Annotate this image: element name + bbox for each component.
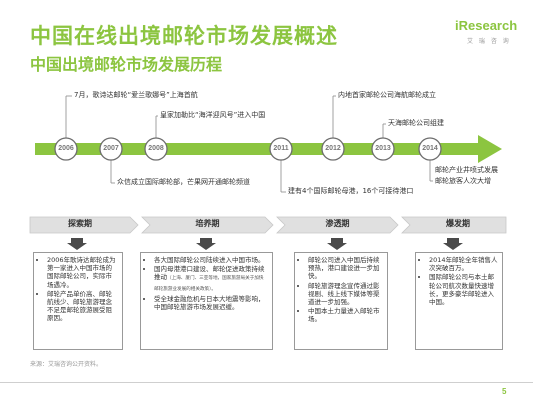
event-2008: 皇家加勒比“海洋迎风号”进入中国 (160, 111, 266, 119)
phase-box-cultivate: 各大国际邮轮公司陆续进入中国市场。 国内母港港口建设、邮轮促进政策持续推动（上海… (140, 252, 273, 350)
timeline-arrow (35, 135, 502, 163)
event-2014-a: 邮轮产业井喷式发展 (435, 166, 498, 174)
bullet-note: 地，国家旅游局关于加快邮轮旅游业发展的相关政策 (154, 276, 264, 292)
year-label-2008: 2008 (148, 145, 164, 152)
phase-header-explore: 探索期 (68, 219, 92, 228)
bullet-text: 国内母港港口建设、邮轮促进政策持续推动 (154, 265, 265, 282)
list-item: 受全球金融危机与日本大地震等影响，中国邮轮旅游市场发展迟缓。 (154, 295, 268, 311)
phase-header-arrows (29, 216, 507, 234)
milestone-2007 (99, 137, 123, 161)
page-title: 中国在线出境邮轮市场发展概述 (30, 24, 338, 48)
logo-brand: iResearch (455, 18, 518, 33)
milestone-markers (54, 137, 442, 161)
list-item: 国际邮轮公司与本土邮轮公司航次数量快速增长，更多豪华邮轮进入中国。 (429, 273, 498, 306)
year-label-2012: 2012 (325, 145, 341, 152)
iresearch-logo: iResearch 艾 瑞 咨 询 (455, 18, 517, 50)
bullet-note: ）。 (209, 286, 217, 292)
logo-tagline: 艾 瑞 咨 询 (467, 38, 511, 45)
phase-box-explore: 2006年歌诗达邮轮成为第一家进入中国市场的国际邮轮公司，实际市场遇冷。 邮轮产… (33, 252, 123, 350)
milestone-2011 (269, 137, 293, 161)
list-item: 邮轮公司进入中国后持续预热，港口建设进一步加快。 (308, 256, 383, 281)
event-2013: 天海邮轮公司组建 (388, 119, 444, 127)
list-item: 2014年邮轮全年销售人次突破百万。 (429, 256, 498, 272)
event-2014-b: 邮轮旅客人次大增 (435, 177, 491, 185)
milestone-2012 (321, 137, 345, 161)
event-2006: 7月，歌诗达邮轮“爱兰歌娜号”上海首航 (74, 91, 198, 99)
list-item: 2006年歌诗达邮轮成为第一家进入中国市场的国际邮轮公司，实际市场遇冷。 (47, 256, 118, 289)
phase-header-penetrate: 渗透期 (325, 219, 350, 228)
list-item: 邮轮旅游理念宣传通过影视剧、线上线下媒体等渠道进一步加强。 (308, 282, 383, 307)
year-label-2011: 2011 (273, 145, 289, 152)
phase-header-cultivate: 培养期 (195, 219, 220, 228)
list-item: 邮轮产品单价高、邮轮航线少、邮轮旅游理念不足是邮轮旅游展受阻原因。 (47, 290, 118, 323)
list-item: 国内母港港口建设、邮轮促进政策持续推动（上海、厦门、三亚等地，国家旅游局关于加快… (154, 265, 268, 294)
phase-box-penetrate: 邮轮公司进入中国后持续预热，港口建设进一步加快。 邮轮旅游理念宣传通过影视剧、线… (294, 252, 388, 350)
timeline-connectors (65, 95, 433, 193)
year-label-2014: 2014 (422, 145, 438, 152)
milestone-2008 (144, 137, 168, 161)
page-number: 5 (502, 387, 507, 396)
phase-down-arrows (67, 238, 463, 250)
phase-header-boom: 爆发期 (446, 219, 470, 228)
phase-box-boom: 2014年邮轮全年销售人次突破百万。 国际邮轮公司与本土邮轮公司航次数量快速增长… (415, 252, 503, 350)
event-2011: 建有4个国际邮轮母港，16个可接待港口 (288, 187, 414, 195)
footer-divider (0, 382, 533, 383)
list-item: 各大国际邮轮公司陆续进入中国市场。 (154, 256, 268, 264)
milestone-2013 (371, 137, 395, 161)
list-item: 中国本土力量进入邮轮市场。 (308, 307, 383, 323)
event-2012: 内地首家邮轮公司海航邮轮成立 (338, 91, 436, 99)
event-2007: 众信成立国际邮轮部，芒果网开通邮轮频道 (117, 178, 250, 186)
year-label-2006: 2006 (58, 145, 74, 152)
year-label-2007: 2007 (103, 145, 119, 152)
source-note: 来源：艾瑞咨询公开资料。 (30, 361, 103, 368)
year-label-2013: 2013 (375, 145, 391, 152)
page-subtitle: 中国出境邮轮市场发展历程 (30, 55, 223, 74)
milestone-2014 (418, 137, 442, 161)
milestone-2006 (54, 137, 78, 161)
bullet-note: （上海、厦门、三亚等 (167, 276, 213, 282)
